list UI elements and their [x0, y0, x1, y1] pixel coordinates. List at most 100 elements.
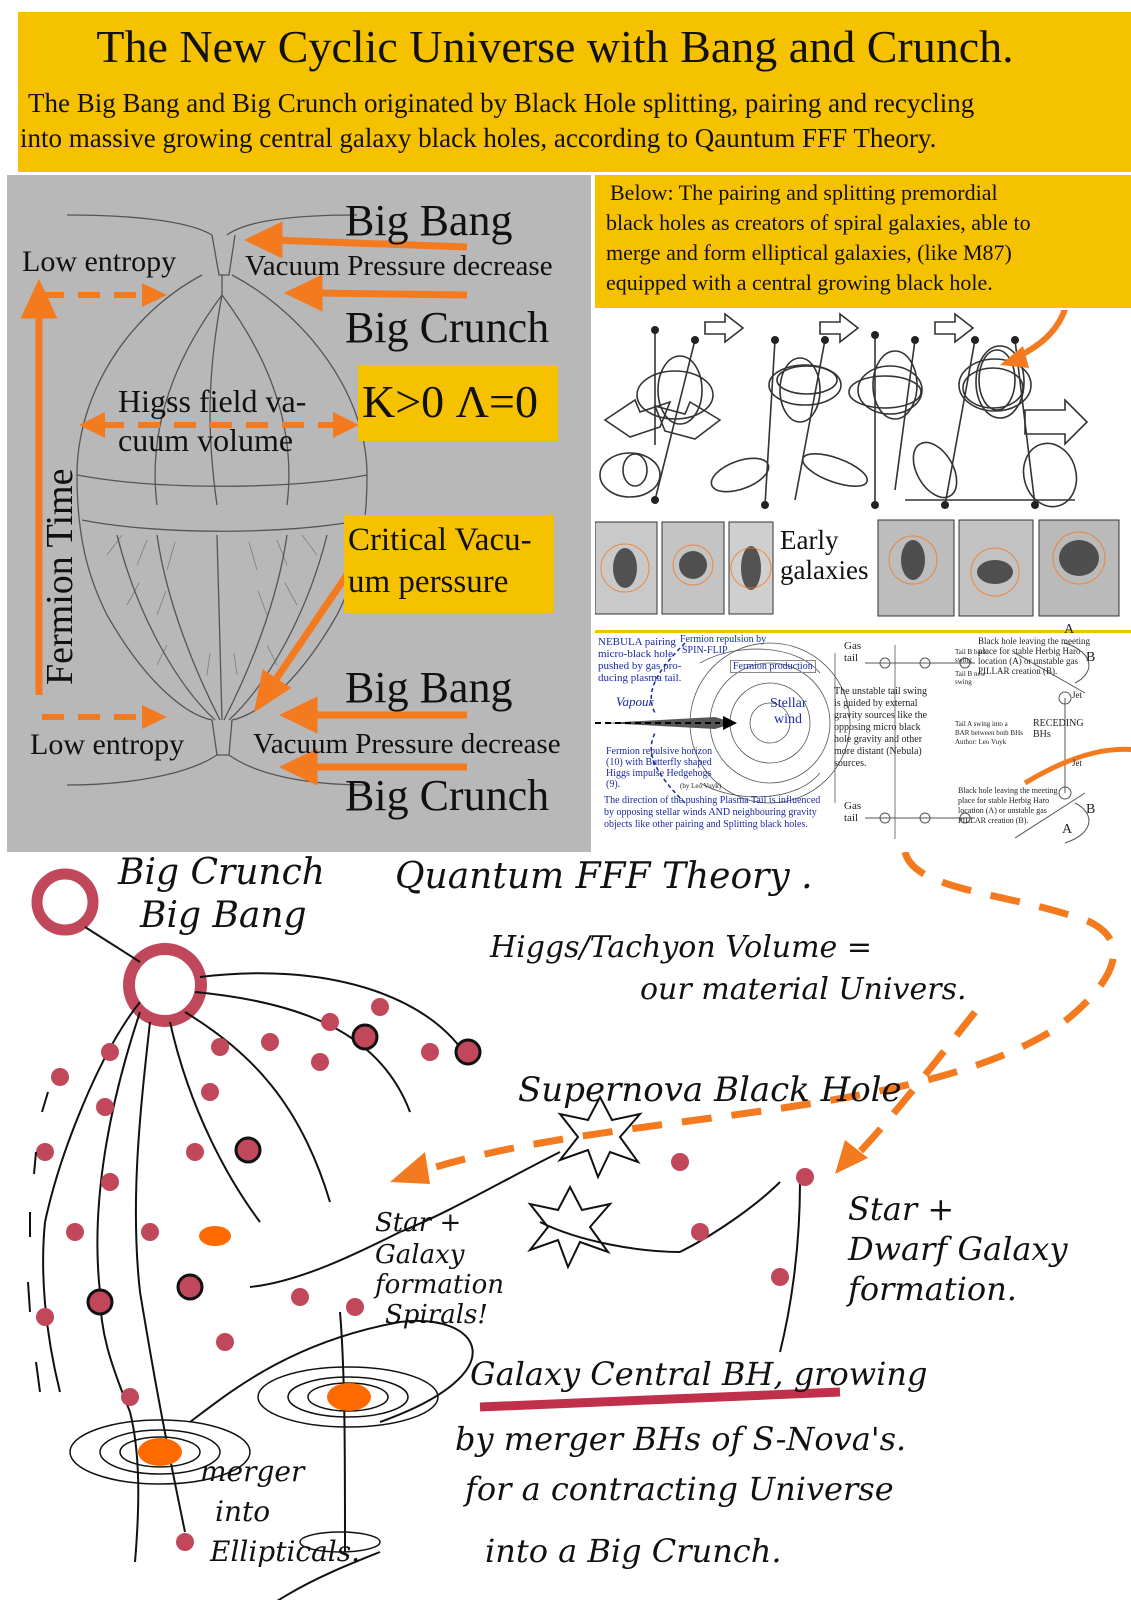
- unstable-text-5: hole gravity and other: [834, 734, 923, 745]
- tail-a-text-2: BAR between both BHs: [955, 729, 1023, 737]
- low-entropy-top-label: Low entropy: [22, 245, 177, 278]
- fermion-repulsion-2: SPIN-FLIP: [682, 645, 728, 656]
- quantum-fff-theory-handwritten: Quantum FFF Theory .: [395, 856, 813, 897]
- explanation-line-4: equipped with a central growing black ho…: [606, 270, 993, 295]
- vacuum-pressure-top-label: Vacuum Pressure decrease: [245, 250, 553, 282]
- higgs-field-label-line-1: Higss field va-: [118, 383, 307, 419]
- gas-tail-top: Gas tail: [844, 640, 862, 664]
- nebula-pairing-drawing: [595, 642, 1131, 844]
- star-galaxy-line-1: Star +: [375, 1208, 462, 1238]
- micro-black-hole-diagram: [595, 630, 1131, 855]
- tail-a-text-3: Author: Leo Vuyk: [955, 738, 1007, 746]
- receding-bhs-2: BHs: [1033, 729, 1051, 740]
- subtitle-line-2: into massive growing central galaxy blac…: [20, 123, 937, 153]
- unstable-text-4: opposing micro black: [834, 722, 921, 733]
- unstable-text-1: The unstable tail swing: [834, 686, 928, 697]
- fermion-production: Fermion production: [730, 660, 816, 673]
- horizon-text-4: (9).: [606, 779, 621, 790]
- star-galaxy-line-4: Spirals!: [385, 1300, 488, 1330]
- bh-meeting2-4: PILLAR creation (B).: [958, 816, 1029, 825]
- central-bh-line-3: for a contracting Universe: [465, 1470, 894, 1508]
- dwarf-galaxy-line-1: Star +: [848, 1190, 955, 1228]
- bh-meeting-4: PILLAR creation (B).: [978, 666, 1058, 676]
- nebula-text-2: micro-black hole: [598, 648, 673, 660]
- hand-sketch-drawing: [27, 852, 1118, 1600]
- big-bang-bottom-label: Big Bang: [345, 663, 513, 712]
- dwarf-galaxy-line-3: formation.: [848, 1270, 1017, 1308]
- bh-meeting2-1: Black hole leaving the meeting: [958, 786, 1058, 795]
- merger-line-1: merger: [200, 1455, 305, 1488]
- star-galaxy-line-2: Galaxy: [375, 1240, 465, 1270]
- big-bang-top-label: Big Bang: [345, 196, 513, 245]
- nebula-text-3: pushed by gas pro-: [598, 660, 682, 672]
- critical-vacuum-line-2: um perssure: [348, 564, 509, 600]
- vacuum-pressure-bottom-label: Vacuum Pressure decrease: [253, 728, 561, 760]
- dwarf-galaxy-line-2: Dwarf Galaxy: [848, 1230, 1068, 1268]
- big-crunch-bottom-label: Big Crunch: [345, 771, 550, 820]
- higgs-tachyon-line-1: Higgs/Tachyon Volume =: [490, 930, 872, 965]
- nebula-text-4: ducing plasma tail.: [598, 672, 682, 684]
- bh-meeting2-2: place for stable Herbig Haro: [958, 796, 1050, 805]
- stellar-wind-1: Stellar: [770, 696, 807, 711]
- nebula-text-1: NEBULA pairing: [598, 636, 676, 648]
- bh-meeting-3: location (A) or unstable gas: [978, 656, 1078, 666]
- gas-tail-bottom: Gas tail: [844, 800, 862, 824]
- explanation-line-2: black holes as creators of spiral galaxi…: [606, 210, 1031, 235]
- higgs-field-label-line-2: cuum volume: [118, 422, 294, 458]
- jet-label-top: Jet: [1072, 690, 1082, 700]
- explanation-line-3: merge and form elliptical galaxies, (lik…: [606, 240, 1012, 265]
- merger-line-2: into: [215, 1495, 271, 1528]
- unstable-text-7: sources.: [834, 758, 867, 769]
- fermion-time-label: Fermion Time: [39, 468, 81, 685]
- bh-meeting-2: place for stable Herbig Haro: [978, 646, 1081, 656]
- higgs-tachyon-line-2: our material Univers.: [640, 972, 967, 1007]
- direction-text-2: by opposing stellar winds AND neighbouri…: [604, 807, 817, 818]
- label-a-bottom: A: [1062, 822, 1073, 837]
- early-galaxies-line-1: Early: [780, 525, 839, 555]
- bh-meeting-1: Black hole leaving the meeting: [978, 636, 1090, 646]
- big-crunch-handwritten: Big Crunch: [118, 852, 325, 893]
- jet-label-bottom: Jet: [1072, 758, 1082, 768]
- page-title: The New Cyclic Universe with Bang and Cr…: [96, 21, 1014, 72]
- merger-line-3: Ellipticals.: [210, 1535, 361, 1568]
- stellar-wind-2: wind: [774, 712, 802, 727]
- direction-text-3: objects like other pairing and Splitting…: [604, 819, 808, 830]
- fermion-repulsion-1: Fermion repulsion by: [680, 634, 767, 645]
- unstable-text-3: gravity sources like the: [834, 710, 928, 721]
- big-bang-handwritten: Big Bang: [140, 895, 307, 936]
- star-galaxy-line-3: formation: [375, 1270, 505, 1300]
- by-leo-label: (by Leo Vuyk): [680, 782, 722, 790]
- horizon-text-2: (10) with Butterfly shaped: [606, 757, 712, 768]
- early-galaxies-line-2: galaxies: [780, 555, 869, 585]
- receding-bhs-1: RECEDING: [1033, 718, 1084, 729]
- supernova-black-hole-label: Supernova Black Hole: [518, 1070, 902, 1110]
- horizon-text-3: Higgs impulse Hedgehogs: [606, 768, 712, 779]
- subtitle-line-1: The Big Bang and Big Crunch originated b…: [28, 88, 975, 118]
- unstable-text-6: more distant (Nebula): [834, 746, 922, 757]
- big-crunch-top-label: Big Crunch: [345, 303, 550, 352]
- bh-meeting2-3: location (A) or unstable gas: [958, 806, 1047, 815]
- critical-vacuum-box: [344, 515, 554, 613]
- tail-a-text-1: Tail A swing into a: [955, 720, 1008, 728]
- tail-b-new-label: Tail B new swing: [955, 670, 986, 686]
- critical-vacuum-line-1: Critical Vacu-: [348, 522, 532, 558]
- central-bh-line-2: by merger BHs of S-Nova's.: [455, 1420, 907, 1458]
- low-entropy-bottom-label: Low entropy: [30, 728, 185, 761]
- central-bh-line-4: into a Big Crunch.: [485, 1532, 782, 1570]
- galaxy-pairing-drawing: [595, 310, 1120, 617]
- central-bh-line-1: Galaxy Central BH, growing: [470, 1355, 928, 1393]
- horizon-text-1: Fermion repulsive horizon: [606, 746, 713, 757]
- explanation-line-1: Below: The pairing and splitting premord…: [610, 180, 998, 205]
- title-banner: [18, 12, 1131, 172]
- k-lambda-box: [358, 365, 558, 441]
- label-b-bottom: B: [1086, 802, 1096, 817]
- explanation-box: [595, 175, 1131, 308]
- k-lambda-label: K>0 Λ=0: [362, 376, 538, 427]
- direction-text-1: The direction of the pushing Plasma Tail…: [604, 795, 821, 806]
- label-a-top: A: [1064, 622, 1075, 637]
- tail-b-back-label: Tail B back swing: [955, 648, 988, 664]
- universe-shape-drawing: [20, 214, 468, 786]
- label-b-top: B: [1086, 650, 1096, 665]
- vapour-label: Vapour: [616, 694, 654, 709]
- unstable-text-2: is guided by external: [834, 698, 918, 709]
